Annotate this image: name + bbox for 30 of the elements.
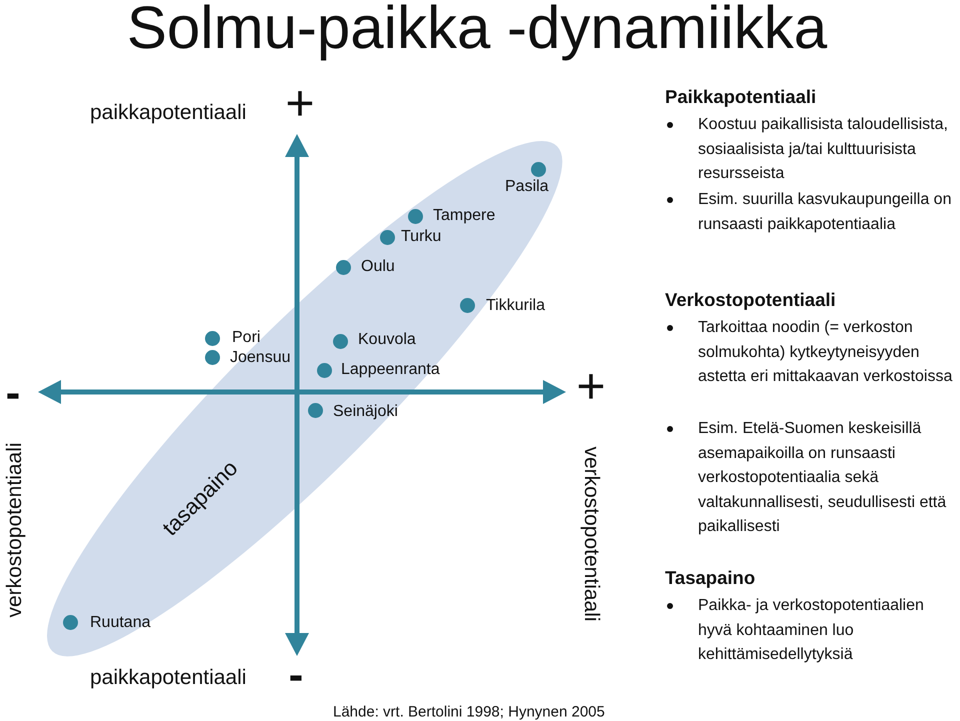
bullet-item: Esim. Etelä-Suomen keskeisillä asemapaikoilla on runsaasti verkostopotentiaalia sekä valtakunnallisesti, seudullisesti että paikallisesti xyxy=(698,419,948,537)
city-label: Pori xyxy=(232,328,260,348)
bullet-item: Esim. suurilla kasvukaupungeilla on runsaasti paikkapotentiaalia xyxy=(698,190,952,234)
city-label: Turku xyxy=(401,228,442,246)
city-label: Oulu xyxy=(361,258,395,276)
city-label: Joensuu xyxy=(230,348,290,368)
axis-label: verkostopotentiaali xyxy=(2,442,27,618)
axis-sign: + xyxy=(285,83,315,123)
bullet-item: Tarkoittaa noodin (= verkoston solmukohta) kytkeytyneisyyden astetta eri mittakaavan verkostoissa xyxy=(698,318,954,387)
city-label: Pasila xyxy=(505,178,549,196)
bullet-item: Paikka- ja verkostopotentiaalien hyvä kohtaaminen luo kehittämisedellytyksiä xyxy=(698,596,925,665)
axis-sign: - xyxy=(288,657,304,693)
city-label: Seinäjoki xyxy=(333,402,398,422)
axis-label: paikkapotentiaali xyxy=(90,100,246,126)
city-label: Kouvola xyxy=(358,330,416,350)
axis-label: verkostopotentiaali xyxy=(579,446,604,622)
bullet-item: Koostuu paikallisista taloudellisista, sosiaalisista ja/tai kulttuurisista resursseista xyxy=(698,115,949,184)
axis-label: paikkapotentiaali xyxy=(90,666,246,690)
city-label: Ruutana xyxy=(90,614,150,632)
slide-title: Solmu-paikka -dynamiikka xyxy=(126,0,828,59)
section-heading: Tasapaino xyxy=(665,566,756,590)
city-label: Lappeenranta xyxy=(341,360,440,380)
section-heading: Paikkapotentiaali xyxy=(665,85,816,109)
city-label: Tampere xyxy=(433,206,496,226)
axis-sign: - xyxy=(6,375,20,411)
section-heading: Verkostopotentiaali xyxy=(665,288,836,312)
axis-sign: + xyxy=(576,366,606,406)
balance-ellipse xyxy=(47,141,563,657)
city-label: Tikkurila xyxy=(486,296,545,316)
source-note: Lähde: vrt. Bertolini 1998; Hynynen 2005 xyxy=(333,703,605,721)
